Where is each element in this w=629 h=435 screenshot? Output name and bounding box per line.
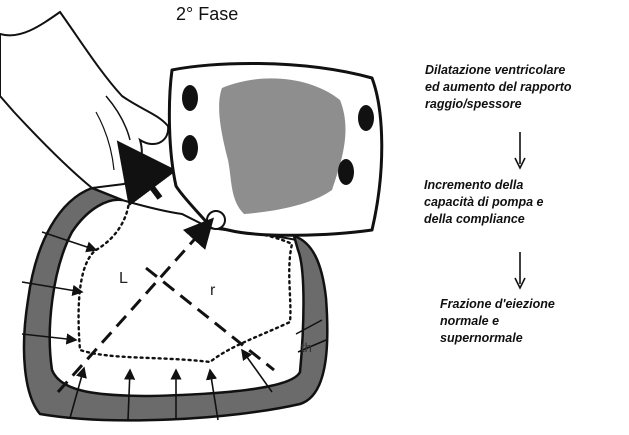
arrow-down-icon (512, 130, 528, 170)
radius-label: r (210, 282, 215, 300)
length-label: L (119, 270, 128, 288)
step-text-dilatation: Dilatazione ventricolare ed aumento del … (425, 62, 629, 113)
step-text-pump-capacity: Incremento della capacità di pompa e del… (424, 177, 624, 228)
step-text-ejection-fraction: Frazione d'eiezione normale e supernorma… (440, 296, 620, 347)
thickness-label: th (301, 340, 312, 355)
long-axis-line (58, 222, 210, 392)
hand-icon (0, 12, 168, 188)
phase-title: 2° Fase (176, 4, 238, 25)
arrow-down-icon (512, 250, 528, 290)
atrium-icon (169, 63, 381, 235)
